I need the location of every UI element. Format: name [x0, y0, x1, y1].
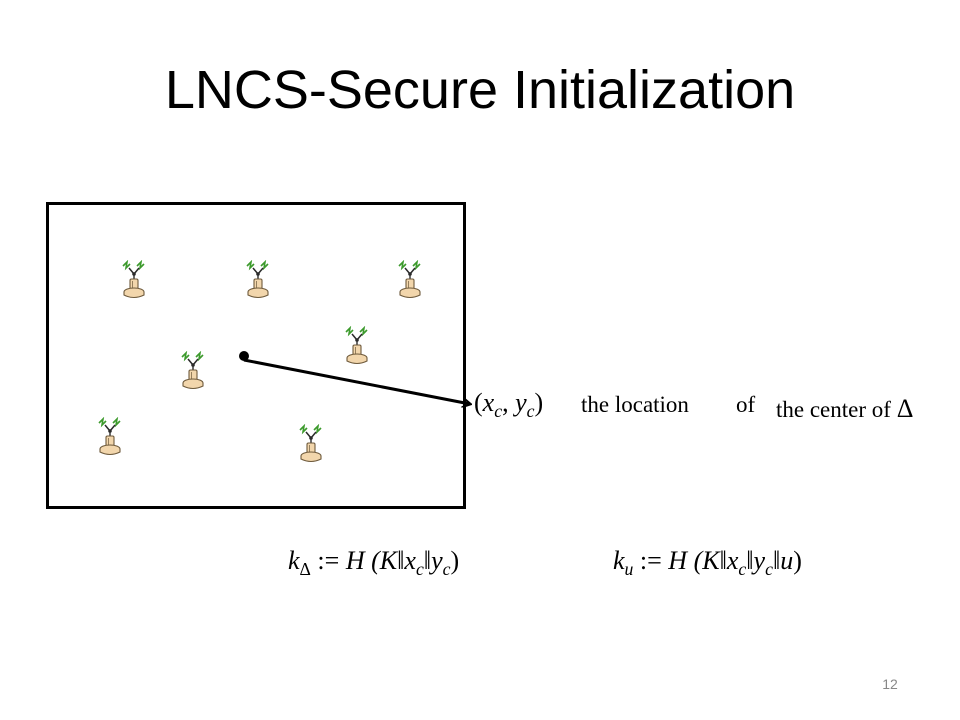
of-label: of	[736, 392, 756, 417]
center-label: the center of Δ	[776, 394, 914, 423]
center-point	[239, 351, 249, 361]
page-number: 12	[882, 676, 898, 692]
sensor-node-icon	[342, 325, 372, 366]
slide-title: LNCS-Secure Initialization	[164, 60, 796, 120]
sensor-node-icon	[119, 259, 149, 300]
sensor-node-icon	[178, 350, 208, 391]
delta-symbol: Δ	[896, 394, 914, 423]
sensor-node-icon	[95, 416, 125, 457]
k-delta-formula: kΔ := H (K‖xc‖yc)	[288, 546, 460, 580]
k-u-formula: ku := H (K‖xc‖yc‖u)	[613, 546, 802, 580]
location-label: the location	[581, 392, 689, 417]
center-coordinates: (xc, yc)	[474, 388, 544, 422]
sensor-node-icon	[296, 423, 326, 464]
location-arrow	[243, 358, 470, 404]
sensor-node-icon	[243, 259, 273, 300]
sensor-node-icon	[395, 259, 425, 300]
sensor-field	[46, 202, 466, 509]
